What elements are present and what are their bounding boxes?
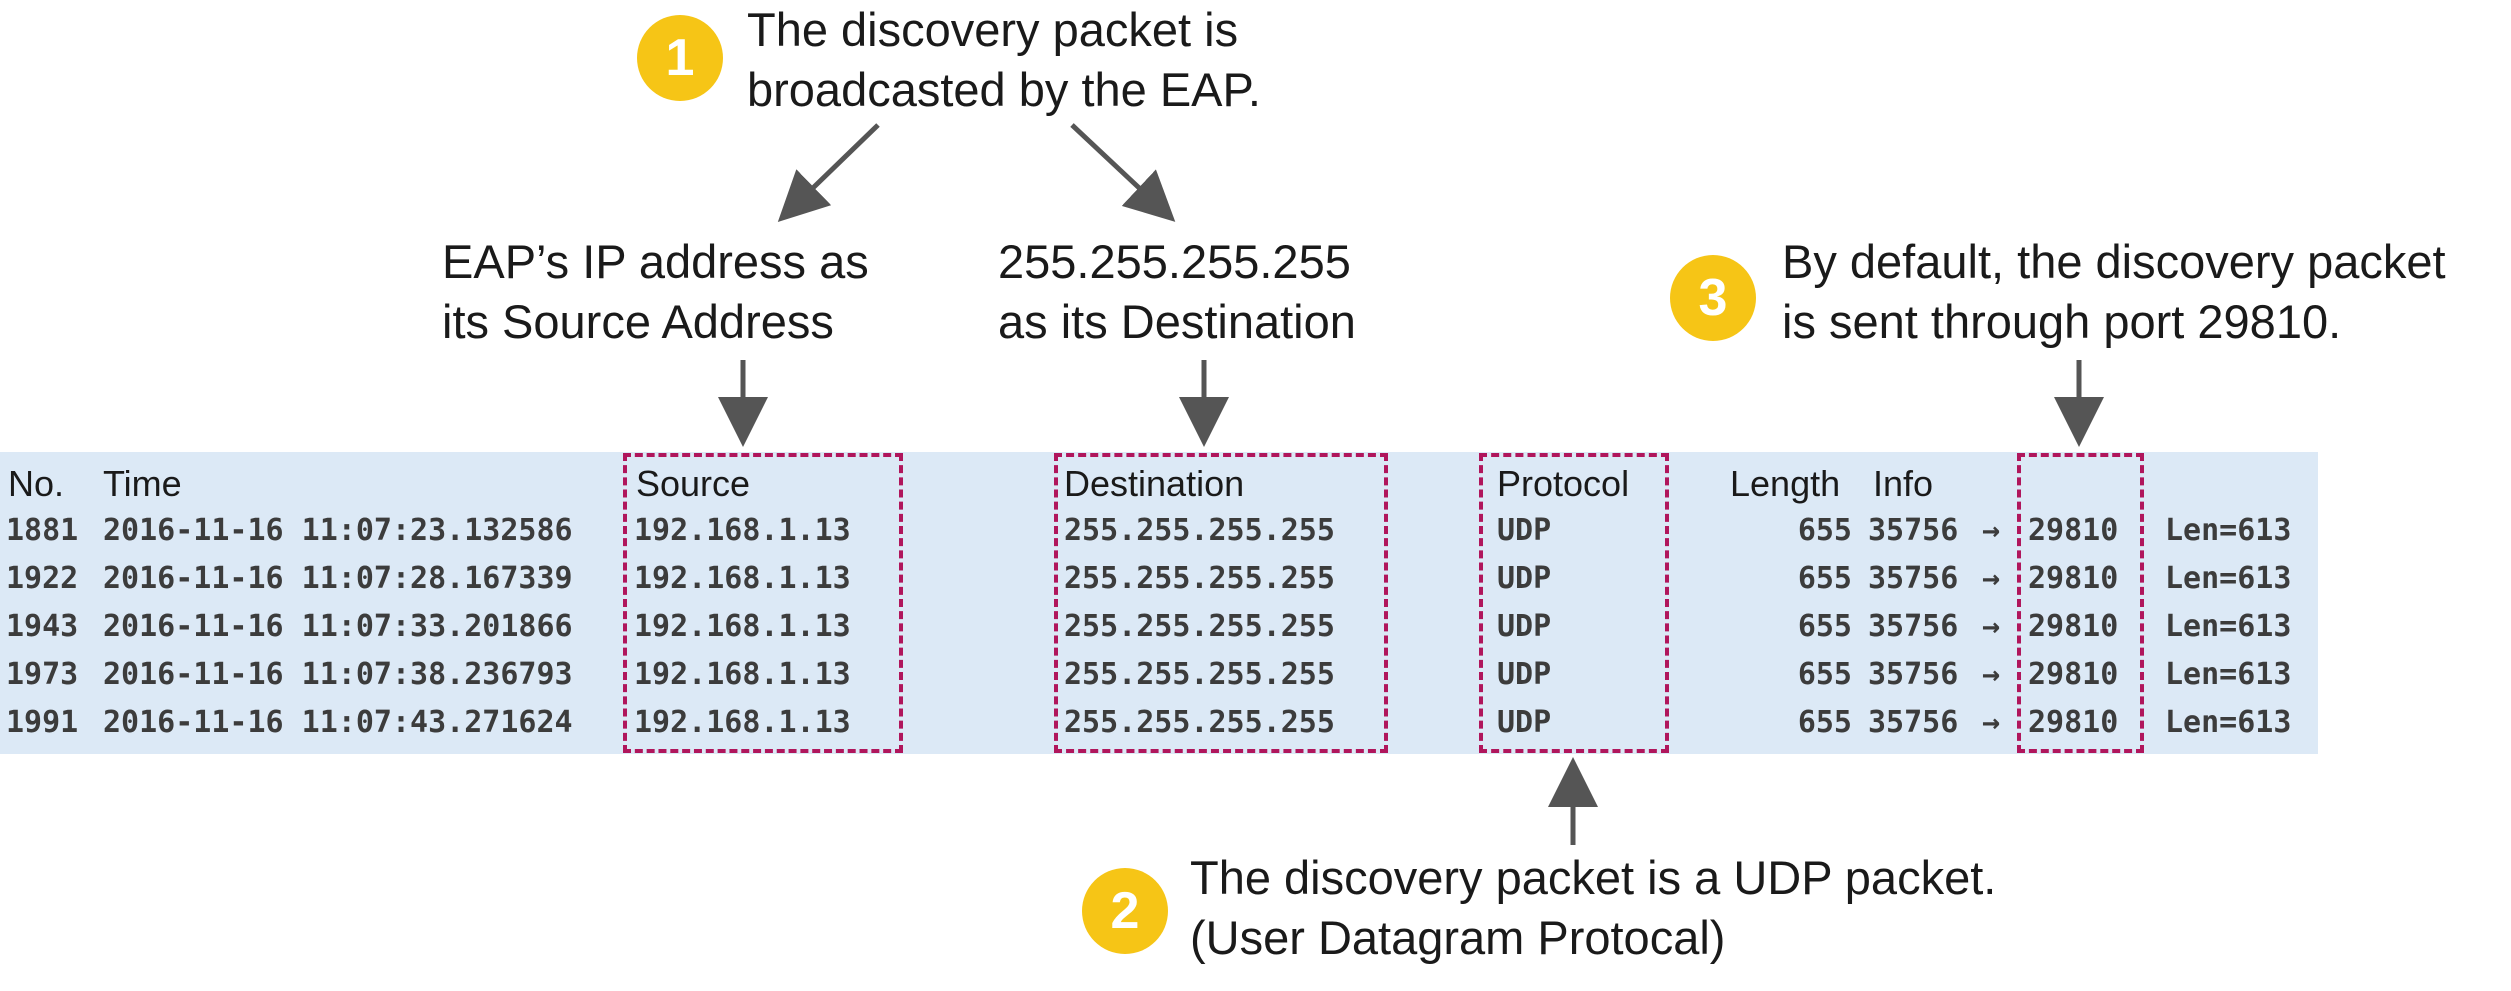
protocol-column-highlight — [1479, 453, 1669, 753]
dest-note-line-2: as its Destination — [998, 295, 1356, 348]
cell-time: 2016-11-16 11:07:43.271624 — [103, 705, 573, 740]
arrow-to-source-note — [777, 123, 880, 222]
cell-protocol: UDP — [1497, 657, 1552, 692]
cell-destination: 255.255.255.255 — [1064, 513, 1335, 548]
cell-no: 1881 — [6, 513, 79, 548]
cell-time: 2016-11-16 11:07:23.132586 — [103, 513, 573, 548]
cell-length: 655 — [1797, 657, 1852, 692]
cell-destination: 255.255.255.255 — [1064, 561, 1335, 596]
cell-source-port: 35756 — [1868, 561, 1959, 596]
cell-destination-port: 29810 — [2028, 705, 2119, 740]
cell-source-port: 35756 — [1868, 609, 1959, 644]
step-1-badge: 1 — [637, 15, 723, 101]
cell-destination: 255.255.255.255 — [1064, 705, 1335, 740]
step-2-line-2: (User Datagram Protocal) — [1190, 911, 1726, 964]
cell-no: 1973 — [6, 657, 79, 692]
step-2-badge: 2 — [1082, 868, 1168, 954]
step-3-badge: 3 — [1670, 255, 1756, 341]
header-source: Source — [636, 463, 751, 504]
cell-length: 655 — [1797, 561, 1852, 596]
step-2-note: The discovery packet is a UDP packet. (U… — [1190, 848, 1996, 968]
step-2-line-1: The discovery packet is a UDP packet. — [1190, 851, 1997, 904]
source-note-line-1: EAP’s IP address as — [442, 235, 869, 288]
header-protocol: Protocol — [1497, 463, 1630, 504]
source-note-line-2: its Source Address — [442, 295, 834, 348]
cell-source: 192.168.1.13 — [634, 513, 851, 548]
source-column-highlight — [623, 453, 903, 753]
header-no: No. — [8, 463, 65, 504]
step-3-line-1: By default, the discovery packet — [1782, 235, 2446, 288]
cell-source-port: 35756 — [1868, 705, 1959, 740]
cell-len: Len=613 — [2165, 705, 2292, 740]
packet-capture-table — [0, 452, 2318, 754]
header-destination: Destination — [1064, 463, 1245, 504]
step-3-note: By default, the discovery packet is sent… — [1782, 232, 2446, 352]
cell-len: Len=613 — [2165, 513, 2292, 548]
cell-len: Len=613 — [2165, 609, 2292, 644]
arrow-to-dest-note — [1070, 123, 1176, 222]
destination-column-highlight — [1054, 453, 1388, 753]
step-3-line-2: is sent through port 29810. — [1782, 295, 2342, 348]
cell-destination-port: 29810 — [2028, 609, 2119, 644]
cell-len: Len=613 — [2165, 657, 2292, 692]
cell-source: 192.168.1.13 — [634, 561, 851, 596]
step-1-line-2: broadcasted by the EAP. — [747, 63, 1261, 116]
cell-protocol: UDP — [1497, 609, 1552, 644]
cell-source: 192.168.1.13 — [634, 609, 851, 644]
cell-destination-port: 29810 — [2028, 657, 2119, 692]
cell-length: 655 — [1797, 513, 1852, 548]
cell-protocol: UDP — [1497, 705, 1552, 740]
cell-port-arrow: → — [1982, 561, 2001, 596]
cell-protocol: UDP — [1497, 513, 1552, 548]
step-1-note: The discovery packet is broadcasted by t… — [747, 0, 1261, 120]
cell-port-arrow: → — [1982, 513, 2001, 548]
cell-len: Len=613 — [2165, 561, 2292, 596]
cell-time: 2016-11-16 11:07:33.201866 — [103, 609, 573, 644]
cell-no: 1922 — [6, 561, 79, 596]
cell-no: 1943 — [6, 609, 79, 644]
cell-time: 2016-11-16 11:07:28.167339 — [103, 561, 573, 596]
cell-source-port: 35756 — [1868, 513, 1959, 548]
cell-length: 655 — [1797, 705, 1852, 740]
header-info: Info — [1873, 463, 1934, 504]
cell-port-arrow: → — [1982, 705, 2001, 740]
cell-destination: 255.255.255.255 — [1064, 657, 1335, 692]
cell-port-arrow: → — [1982, 609, 2001, 644]
cell-protocol: UDP — [1497, 561, 1552, 596]
dest-note-line-1: 255.255.255.255 — [998, 235, 1351, 288]
cell-no: 1991 — [6, 705, 79, 740]
source-address-note: EAP’s IP address as its Source Address — [442, 232, 869, 352]
cell-source-port: 35756 — [1868, 657, 1959, 692]
header-length: Length — [1730, 463, 1841, 504]
cell-source: 192.168.1.13 — [634, 657, 851, 692]
header-time: Time — [103, 463, 182, 504]
cell-destination-port: 29810 — [2028, 561, 2119, 596]
step-1-line-1: The discovery packet is — [747, 3, 1239, 56]
cell-destination: 255.255.255.255 — [1064, 609, 1335, 644]
cell-length: 655 — [1797, 609, 1852, 644]
cell-source: 192.168.1.13 — [634, 705, 851, 740]
cell-time: 2016-11-16 11:07:38.236793 — [103, 657, 573, 692]
destination-port-highlight — [2017, 453, 2144, 753]
cell-destination-port: 29810 — [2028, 513, 2119, 548]
cell-port-arrow: → — [1982, 657, 2001, 692]
destination-address-note: 255.255.255.255 as its Destination — [998, 232, 1356, 352]
